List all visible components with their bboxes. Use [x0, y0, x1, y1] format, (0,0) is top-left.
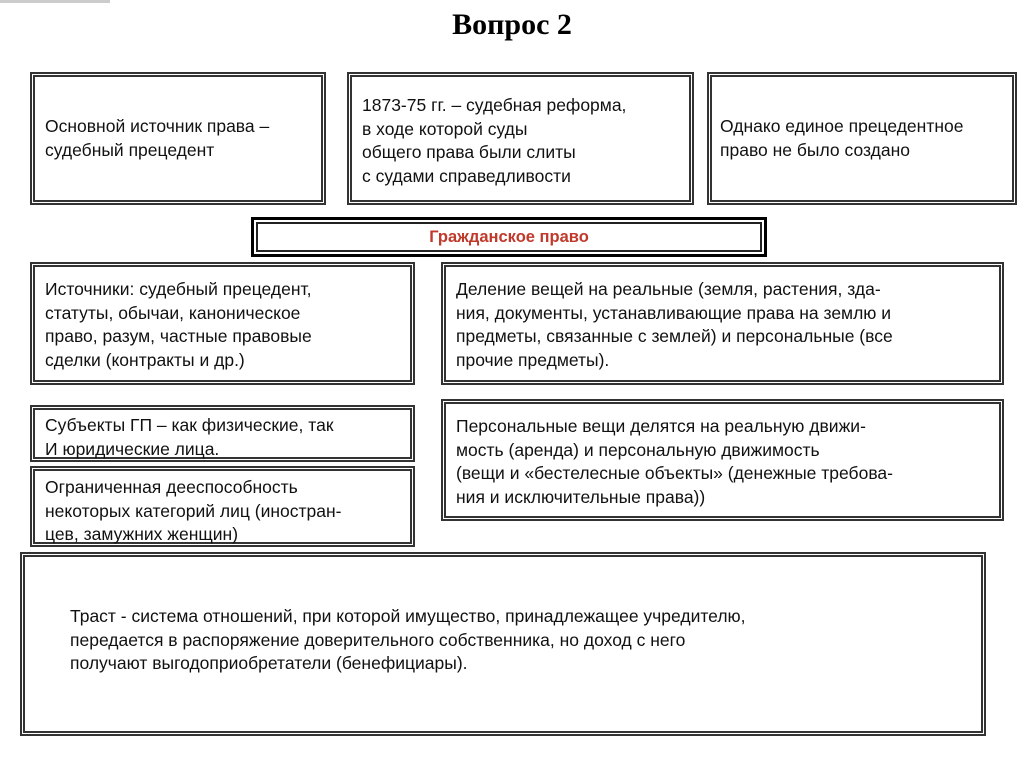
- box-limited-capacity-text: Ограниченная дееспособность некоторых ка…: [45, 477, 342, 544]
- box-limited-capacity: Ограниченная дееспособность некоторых ка…: [30, 466, 415, 547]
- corner-mark: [0, 0, 110, 3]
- section-header-label: Гражданское право: [256, 222, 762, 252]
- box-subjects-text: Субъекты ГП – как физические, так И юрид…: [45, 415, 334, 459]
- box-things-division: Деление вещей на реальные (земля, растен…: [441, 262, 1004, 385]
- box-sources-text: Источники: судебный прецедент, статуты, …: [45, 279, 312, 370]
- section-header: Гражданское право: [251, 217, 767, 257]
- box-judicial-reform-text: 1873-75 гг. – судебная реформа, в ходе к…: [362, 95, 627, 186]
- box-trust-text: Траст - система отношений, при которой и…: [70, 606, 746, 673]
- box-main-source-text: Основной источник права – судебный преце…: [45, 116, 270, 160]
- box-main-source: Основной источник права – судебный преце…: [30, 72, 326, 205]
- box-subjects: Субъекты ГП – как физические, так И юрид…: [30, 405, 415, 462]
- box-personal-things-text: Персональные вещи делятся на реальную дв…: [456, 416, 893, 507]
- box-precedent-not-created: Однако единое прецедентное право не было…: [707, 72, 1017, 205]
- box-judicial-reform: 1873-75 гг. – судебная реформа, в ходе к…: [347, 72, 694, 205]
- box-trust: Траст - система отношений, при которой и…: [20, 552, 986, 736]
- page-title: Вопрос 2: [452, 8, 572, 41]
- box-things-division-text: Деление вещей на реальные (земля, растен…: [456, 279, 893, 370]
- box-sources: Источники: судебный прецедент, статуты, …: [30, 262, 415, 385]
- box-precedent-not-created-text: Однако единое прецедентное право не было…: [720, 116, 964, 160]
- box-personal-things: Персональные вещи делятся на реальную дв…: [441, 399, 1004, 521]
